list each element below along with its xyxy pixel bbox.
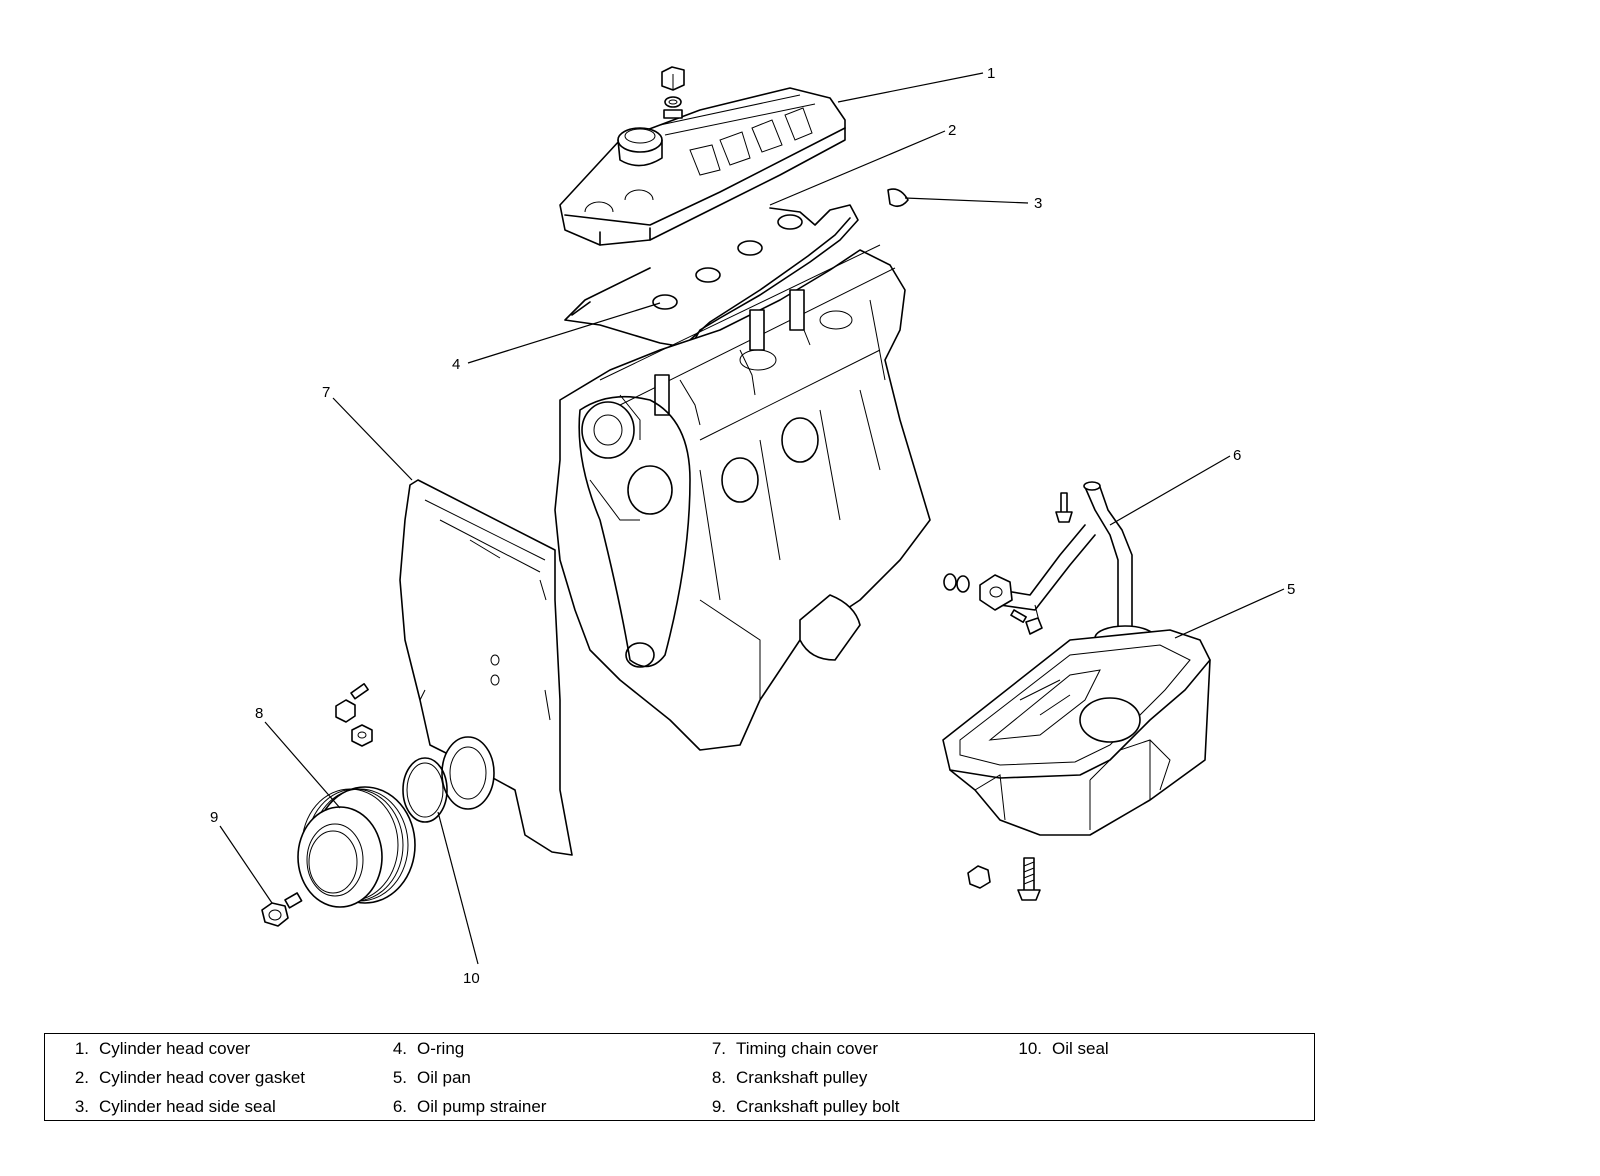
callout-8: 8 bbox=[255, 705, 263, 722]
callout-2: 2 bbox=[948, 122, 956, 139]
callout-7: 7 bbox=[322, 384, 330, 401]
legend-item: 4.O-ring bbox=[392, 1039, 465, 1058]
oil-pump-strainer bbox=[943, 481, 1156, 659]
cylinder-head-cover bbox=[559, 87, 846, 246]
legend-item: 10.Oil seal bbox=[1018, 1039, 1109, 1058]
o-rings bbox=[652, 214, 803, 310]
legend-item: 2.Cylinder head cover gasket bbox=[74, 1068, 306, 1087]
legend-item: 6.Oil pump strainer bbox=[392, 1097, 547, 1116]
callout-3: 3 bbox=[1034, 195, 1042, 212]
exploded-engine-diagram: 1 2 3 4 5 6 7 8 9 10 bbox=[210, 65, 1295, 987]
legend-item: 1.Cylinder head cover bbox=[74, 1039, 251, 1058]
oil-pan-drain-plug bbox=[967, 857, 1041, 901]
callout-6: 6 bbox=[1233, 447, 1241, 464]
callout-1: 1 bbox=[987, 65, 995, 82]
callout-5: 5 bbox=[1287, 581, 1295, 598]
legend-item: 5.Oil pan bbox=[392, 1068, 471, 1087]
callout-numbers: 1 2 3 4 5 6 7 8 9 10 bbox=[210, 65, 1295, 987]
callout-9: 9 bbox=[210, 809, 218, 826]
leader-lines bbox=[219, 72, 1285, 965]
strainer-bolts bbox=[1010, 492, 1073, 635]
crankshaft-pulley bbox=[297, 786, 416, 908]
engine-block bbox=[554, 244, 931, 751]
timing-cover-bolts bbox=[335, 683, 373, 747]
legend-item: 8.Crankshaft pulley bbox=[711, 1068, 868, 1087]
legend-item: 9.Crankshaft pulley bolt bbox=[711, 1097, 900, 1116]
timing-chain-cover bbox=[399, 479, 573, 856]
callout-10: 10 bbox=[463, 970, 480, 987]
cylinder-head-cover-gasket bbox=[564, 204, 859, 349]
cylinder-head-side-seal bbox=[887, 188, 909, 208]
oil-pan bbox=[942, 629, 1211, 836]
legend-item: 7.Timing chain cover bbox=[711, 1039, 879, 1058]
cover-cap-nut bbox=[661, 66, 685, 119]
legend-item: 3.Cylinder head side seal bbox=[74, 1097, 276, 1116]
callout-4: 4 bbox=[452, 356, 460, 373]
parts-legend: 1.Cylinder head cover 2.Cylinder head co… bbox=[44, 1033, 1315, 1121]
oil-seal bbox=[402, 757, 448, 823]
